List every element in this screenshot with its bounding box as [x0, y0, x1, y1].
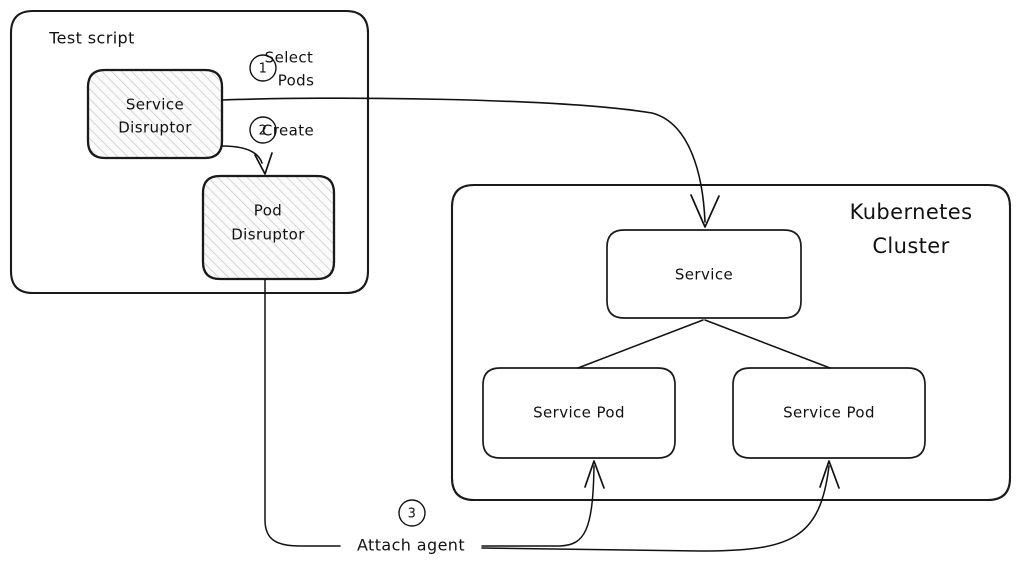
node-service-disruptor[interactable]: Service Disruptor: [86, 68, 224, 160]
step-3-label: Attach agent: [357, 536, 465, 555]
edge-service-to-pod-left: [577, 319, 704, 369]
edge-service-to-pod-right-line: [704, 319, 831, 369]
kubernetes-cluster-label-line2: Cluster: [872, 234, 949, 258]
pod-disruptor-label-line2: Disruptor: [231, 226, 305, 244]
edge-attach-agent-branch-left: [481, 465, 595, 547]
edge-service-to-pod-right: [704, 319, 831, 369]
node-service-pod-right[interactable]: Service Pod: [732, 367, 926, 459]
node-pod-disruptor[interactable]: Pod Disruptor: [201, 174, 336, 281]
step-2-circle: [249, 116, 277, 144]
step-2-number: 2: [259, 124, 268, 139]
kubernetes-cluster-label-line1: Kubernetes: [850, 200, 973, 224]
service-pod-right-box: [732, 367, 926, 459]
service-pod-left-label: Service Pod: [533, 404, 625, 422]
service-pod-right-label: Service Pod: [783, 404, 875, 422]
step-marker-2: 2 Create: [249, 116, 314, 144]
service-label: Service: [675, 266, 733, 284]
node-service-pod-left[interactable]: Service Pod: [482, 367, 676, 459]
node-service[interactable]: Service: [606, 229, 802, 319]
edge-attach-agent: [264, 278, 840, 552]
service-box: [606, 229, 802, 319]
edge-attach-agent-arrowhead-left: [584, 460, 605, 489]
edge-attach-agent-branch-right: [481, 465, 830, 552]
edge-attach-agent-arrowhead-right: [819, 460, 840, 489]
edge-create: [221, 145, 273, 175]
service-disruptor-label-line2: Disruptor: [118, 119, 192, 137]
step-2-label-line1: Create: [262, 122, 314, 140]
step-3-number: 3: [408, 507, 417, 522]
step-1-label-line1: Select: [265, 49, 314, 67]
edge-select-pods-line: [221, 97, 706, 223]
edge-attach-agent-trunk: [264, 278, 341, 547]
service-pod-left-box: [482, 367, 676, 459]
step-1-label-line2: Pods: [278, 72, 315, 90]
step-marker-3: 3 Attach agent: [357, 499, 465, 555]
step-marker-1: 1 Select Pods: [249, 49, 315, 90]
service-disruptor-label-line1: Service: [126, 96, 184, 114]
edge-select-pods: [221, 97, 720, 228]
edge-create-line: [221, 145, 263, 164]
service-disruptor-box: [86, 68, 224, 160]
edge-select-pods-arrowhead: [690, 194, 720, 228]
step-1-circle: [249, 54, 277, 82]
edge-service-to-pod-left-line: [577, 319, 704, 369]
pod-disruptor-label-line1: Pod: [254, 202, 282, 220]
step-1-number: 1: [259, 62, 268, 77]
edge-create-arrowhead: [254, 152, 273, 175]
pod-disruptor-box: [201, 174, 336, 281]
step-3-circle: [398, 499, 426, 527]
test-script-label: Test script: [48, 29, 135, 48]
